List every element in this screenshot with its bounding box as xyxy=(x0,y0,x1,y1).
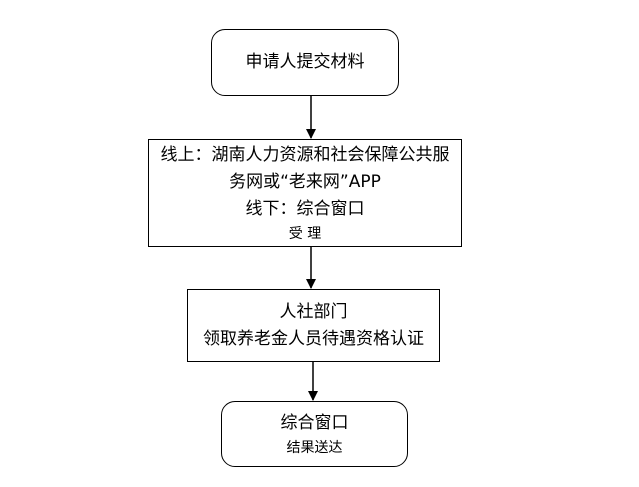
acceptance-label: 受 理 xyxy=(288,225,322,242)
step-department-certification: 人社部门 领取养老金人员待遇资格认证 xyxy=(187,289,440,362)
department-name: 人社部门 xyxy=(279,301,348,322)
step-submit-label: 申请人提交材料 xyxy=(245,52,365,72)
step-result-delivery: 综合窗口 结果送达 xyxy=(221,401,408,467)
step-acceptance: 线上：湖南人力资源和社会保障公共服 务网或“老来网”APP 线下：综合窗口 受 … xyxy=(148,139,462,247)
result-label: 结果送达 xyxy=(286,439,343,456)
step-submit-materials: 申请人提交材料 xyxy=(211,29,399,96)
acceptance-online-line1: 线上：湖南人力资源和社会保障公共服 xyxy=(160,144,450,165)
department-task: 领取养老金人员待遇资格认证 xyxy=(203,328,424,349)
acceptance-online-line2: 务网或“老来网”APP xyxy=(229,171,381,192)
result-window: 综合窗口 xyxy=(280,412,349,433)
acceptance-offline: 线下：综合窗口 xyxy=(245,198,365,219)
